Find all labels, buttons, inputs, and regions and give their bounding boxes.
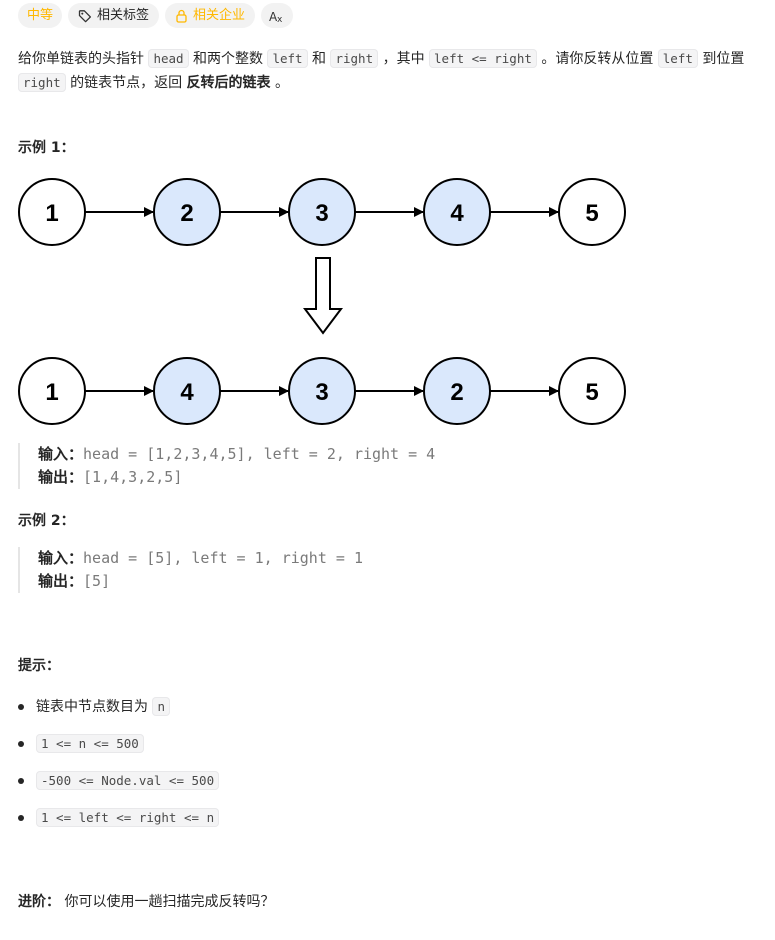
list-node-value: 5	[585, 379, 598, 406]
list-node-value: 2	[450, 379, 463, 406]
input-value: head = [1,2,3,4,5], left = 2, right = 4	[83, 445, 436, 463]
list-node	[423, 357, 491, 425]
code-right: right	[330, 49, 379, 68]
list-node-value: 5	[585, 200, 598, 227]
output-label: 输出：	[38, 468, 84, 486]
down-arrow-icon	[303, 257, 343, 335]
related-companies-label: 相关企业	[193, 8, 246, 23]
example-2-io: 输入：head = [5], left = 1, right = 1 输出：[5…	[18, 547, 363, 593]
text-segment: 和两个整数	[188, 51, 268, 67]
input-label: 输入：	[38, 445, 84, 463]
follow-up-text: 你可以使用一趟扫描完成反转吗？	[60, 894, 275, 910]
example-1-io: 输入：head = [1,2,3,4,5], left = 2, right =…	[18, 443, 435, 489]
hint-item: 链表中节点数目为 n	[18, 693, 219, 730]
hint-item: 1 <= left <= right <= n	[18, 804, 220, 841]
svg-text:A: A	[269, 10, 278, 23]
hint-code: -500 <= Node.val <= 500	[36, 771, 220, 790]
code-left: left	[267, 49, 308, 68]
bold-text: 反转后的链表	[186, 75, 271, 91]
example-1-output: 输出：[1,4,3,2,5]	[38, 466, 435, 489]
tag-icon	[78, 9, 92, 23]
translate-button[interactable]: A x	[261, 3, 294, 28]
example-2-input: 输入：head = [5], left = 1, right = 1	[38, 547, 363, 570]
difficulty-badge[interactable]: 中等	[18, 3, 63, 28]
list-node-value: 1	[45, 379, 58, 406]
code-head: head	[148, 49, 189, 68]
linked-list-diagram: 1 2 3 4 5 1 4 3 2 5	[18, 178, 626, 425]
list-node-value: 3	[315, 200, 328, 227]
list-node-value: 1	[45, 200, 58, 227]
example-1-input: 输入：head = [1,2,3,4,5], left = 2, right =…	[38, 443, 435, 466]
example-2-output: 输出：[5]	[38, 570, 363, 593]
list-node-value: 3	[315, 379, 328, 406]
list-node-value: 4	[180, 379, 194, 406]
follow-up: 进阶： 你可以使用一趟扫描完成反转吗？	[18, 891, 274, 911]
list-node	[558, 178, 626, 246]
lock-icon	[175, 9, 188, 23]
hint-code: n	[152, 697, 170, 716]
code-left: left	[657, 49, 698, 68]
text-segment: 给你单链表的头指针	[18, 51, 149, 67]
text-segment: 到位置	[697, 51, 745, 67]
example-1-title: 示例 1：	[18, 140, 75, 156]
output-label: 输出：	[38, 572, 84, 590]
hint-item: 1 <= n <= 500	[18, 730, 219, 767]
hint-code: 1 <= left <= right <= n	[36, 808, 220, 827]
text-segment: 的链表节点，返回	[65, 75, 187, 91]
text-segment: 。请你反转从位置	[536, 51, 658, 67]
list-node	[18, 178, 86, 246]
list-node-value: 4	[450, 200, 464, 227]
tag-row: 中等 相关标签 相关企业 A	[18, 3, 294, 28]
related-tags-label: 相关标签	[97, 8, 150, 23]
hints-title: 提示：	[18, 658, 60, 674]
svg-text:x: x	[277, 15, 283, 23]
hint-code: 1 <= n <= 500	[36, 734, 144, 753]
hints-list: 链表中节点数目为 n 1 <= n <= 500 -500 <= Node.va…	[18, 693, 220, 841]
list-node	[558, 357, 626, 425]
list-node	[288, 178, 356, 246]
output-value: [5]	[83, 572, 111, 590]
follow-up-label: 进阶：	[18, 894, 60, 910]
list-node-value: 2	[180, 200, 193, 227]
input-label: 输入：	[38, 549, 84, 567]
output-value: [1,4,3,2,5]	[83, 468, 183, 486]
list-node	[153, 357, 221, 425]
list-node	[288, 357, 356, 425]
hint-item: -500 <= Node.val <= 500	[18, 767, 220, 804]
text-segment: 和	[307, 51, 331, 67]
code-right: right	[18, 73, 66, 92]
text-segment: 。	[270, 75, 289, 91]
list-after-reverse: 1 4 3 2 5	[18, 357, 626, 425]
difficulty-label: 中等	[27, 8, 54, 23]
text-segment: ，其中	[378, 51, 430, 67]
list-node	[423, 178, 491, 246]
related-tags-button[interactable]: 相关标签	[68, 3, 160, 28]
related-companies-button[interactable]: 相关企业	[165, 3, 256, 28]
list-node	[18, 357, 86, 425]
list-before-reverse: 1 2 3 4 5	[18, 178, 626, 246]
code-condition: left <= right	[429, 49, 537, 68]
input-value: head = [5], left = 1, right = 1	[83, 549, 363, 567]
translate-icon: A x	[269, 9, 285, 23]
list-node	[153, 178, 221, 246]
problem-statement: 给你单链表的头指针 head 和两个整数 left 和 right ，其中 le…	[18, 47, 768, 95]
hint-text: 链表中节点数目为	[36, 699, 153, 715]
example-2-title: 示例 2：	[18, 513, 75, 529]
